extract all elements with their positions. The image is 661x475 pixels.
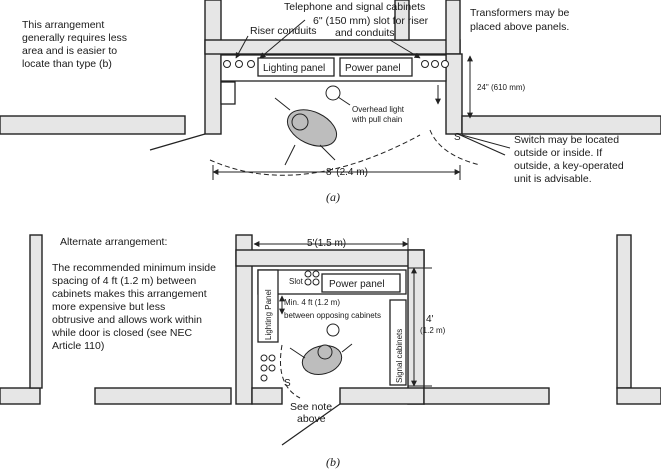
wall-b-bottom-left: [251, 387, 283, 405]
riser-conduits-a: [223, 60, 449, 68]
person-a: [274, 97, 338, 166]
wall-b-top: [235, 249, 425, 267]
note-b-line-2: spacing of 4 ft (1.2 m) between: [52, 275, 196, 287]
height-dimension-b-label-line-2: (1.2 m): [420, 326, 446, 335]
note-b-line-4: more expensive but less: [52, 301, 165, 313]
wall-b-far-right-vertical: [616, 234, 632, 389]
conduits-b: [260, 270, 320, 382]
note-b-line-3: cabinets makes this arrangement: [52, 288, 207, 300]
wall-b-far-left-vertical: [29, 234, 43, 389]
transformers-note-line-2: placed above panels.: [470, 21, 569, 33]
door-leaf-a-right: [457, 133, 506, 156]
switch-note-line-3: outside, a key-operated: [514, 160, 624, 172]
diagram-a: Lighting panel Power panel: [0, 0, 661, 204]
note-b-title: Alternate arrangement:: [60, 236, 167, 248]
note-b-line-6: while door is closed (see NEC: [51, 327, 192, 339]
wall-b-far-left: [0, 387, 41, 405]
telephone-cabinets-label: Telephone and signal cabinets: [284, 1, 425, 13]
wall-b-right: [423, 387, 550, 405]
lighting-panel-b-label: Lighting Panel: [264, 289, 273, 340]
caption-a: (a): [326, 190, 340, 204]
riser-conduits-label: Riser conduits: [250, 25, 317, 37]
person-b: [289, 343, 353, 375]
switch-marker-a: S: [454, 132, 461, 143]
switch-marker-b: S: [284, 378, 291, 389]
between-cabinets-label: between opposing cabinets: [284, 311, 381, 320]
lighting-panel-a: [257, 57, 335, 77]
switch-note-line-2: outside or inside. If: [514, 147, 602, 159]
note-a-line-2: generally requires less: [22, 32, 127, 44]
overhead-light-b: [326, 323, 340, 337]
transformers-note-line-1: Transformers may be: [470, 7, 570, 19]
height-dimension-b-label-line-1: 4': [426, 314, 434, 325]
width-dimension-a-label: 8' (2.4 m): [326, 167, 368, 178]
door-leaf-a-left: [149, 133, 206, 151]
see-note-line-2: above: [297, 413, 326, 425]
see-note-line-1: See note: [290, 401, 332, 413]
power-panel-a: [339, 57, 413, 77]
door-leaf-b: [281, 403, 341, 446]
caption-b: (b): [326, 455, 340, 469]
power-panel-b: [321, 273, 401, 293]
wall-b-left: [94, 387, 232, 405]
slot-b-label: Slot: [289, 277, 304, 286]
wall-a-right: [461, 115, 661, 135]
min-spacing-label: Min. 4 ft (1.2 m): [284, 298, 340, 307]
lighting-panel-a-label: Lighting panel: [263, 63, 325, 74]
switch-note-line-4: unit is advisable.: [514, 173, 592, 185]
wall-b-left-vertical: [235, 234, 253, 405]
diagram-b: Power panel Slot Lighting Panel Signal c…: [0, 234, 661, 469]
overhead-light-label-line-1: Overhead light: [352, 105, 405, 114]
slot-label-line-1: 6" (150 mm) slot for riser: [313, 15, 429, 27]
lighting-panel-b: [257, 269, 279, 343]
overhead-light-a: [325, 85, 341, 101]
wall-b-bottom-right: [339, 387, 425, 405]
wall-a-left: [0, 115, 186, 135]
depth-dimension-a-label: 24" (610 mm): [477, 83, 526, 92]
wall-a-top: [204, 39, 461, 55]
door-swing-b: [279, 344, 301, 399]
note-b-line-1: The recommended minimum inside: [52, 262, 216, 274]
note-b-line-7: Article 110): [52, 340, 104, 352]
overhead-light-label-line-2: with pull chain: [351, 115, 402, 124]
power-panel-b-label: Power panel: [329, 279, 385, 290]
power-panel-a-label: Power panel: [345, 63, 401, 74]
switch-note-line-1: Switch may be located: [514, 134, 619, 146]
signal-cabinets-b: [389, 299, 407, 386]
signal-cabinets-b-label: Signal cabinets: [395, 329, 404, 383]
wall-a-top-right: [445, 0, 461, 55]
door-swing-a-right: [429, 129, 481, 166]
wall-a-left-vertical: [204, 0, 222, 135]
riser-box-a: [220, 81, 236, 105]
width-dimension-b-label: 5'(1.5 m): [307, 238, 346, 249]
note-a-line-1: This arrangement: [22, 19, 104, 31]
note-a-line-3: area and is easier to: [22, 45, 117, 57]
note-b-line-5: obtrusive and allows work within: [52, 314, 202, 326]
wall-a-right-vertical: [445, 53, 463, 135]
slot-label-line-2: and conduits: [335, 27, 395, 39]
wall-b-far-right: [616, 387, 661, 405]
note-a-line-4: locate than type (b): [22, 58, 112, 70]
wall-a-top-mid: [394, 0, 410, 41]
